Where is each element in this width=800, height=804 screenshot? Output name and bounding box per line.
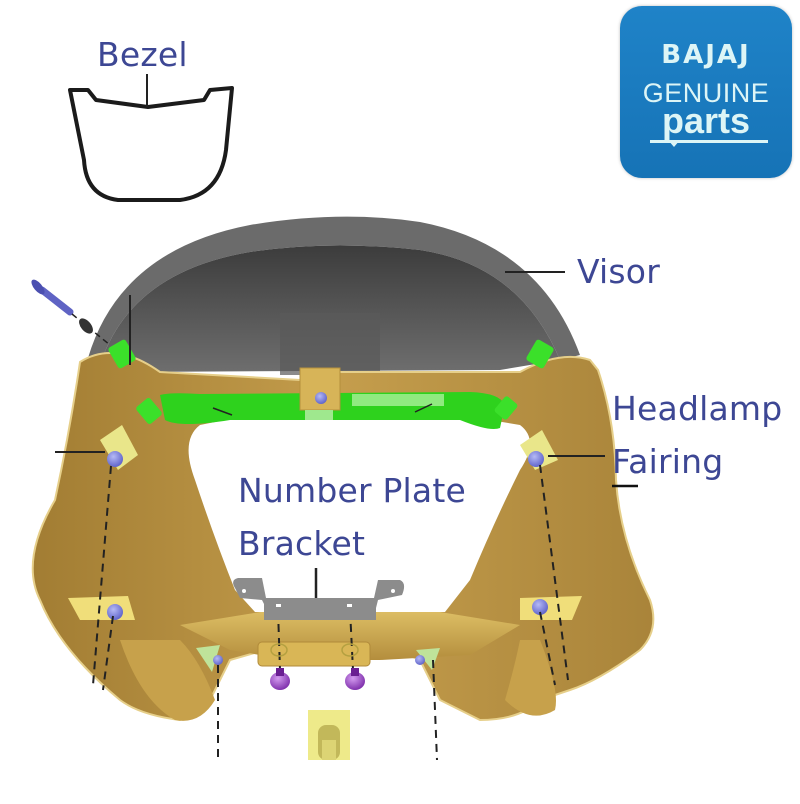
logo-notch-icon (668, 140, 680, 147)
clip-bar-part (108, 295, 554, 429)
clip-top-left (108, 339, 136, 369)
label-bezel: Bezel (97, 35, 188, 74)
clip-top-right (526, 339, 554, 369)
bracket-screws (270, 643, 365, 690)
bajaj-genuine-parts-logo: BAJAJ GENUINE parts (620, 6, 792, 178)
clip-mid-right (494, 396, 518, 420)
label-visor: Visor (577, 252, 660, 291)
logo-parts: parts (661, 100, 751, 141)
bezel-part (68, 74, 234, 202)
assembly-lines (92, 464, 569, 761)
logo-genuine: GENUINE (642, 78, 770, 108)
label-fairing: Fairing (612, 442, 724, 481)
logo-brand: BAJAJ (661, 40, 751, 70)
lower-mount-block (308, 710, 350, 760)
fairing-bolts (107, 392, 548, 665)
logo-underline (650, 140, 768, 143)
label-bracket: Bracket (238, 524, 366, 563)
visor-center-panel (280, 313, 380, 375)
label-number-plate: Number Plate (238, 471, 466, 510)
visor-part (88, 216, 580, 375)
label-headlamp: Headlamp (612, 389, 783, 428)
loose-bolt-part (31, 279, 111, 346)
headlamp-fairing-part (31, 352, 655, 722)
number-plate-bracket-part (233, 568, 405, 620)
clip-mid-left (136, 398, 162, 424)
